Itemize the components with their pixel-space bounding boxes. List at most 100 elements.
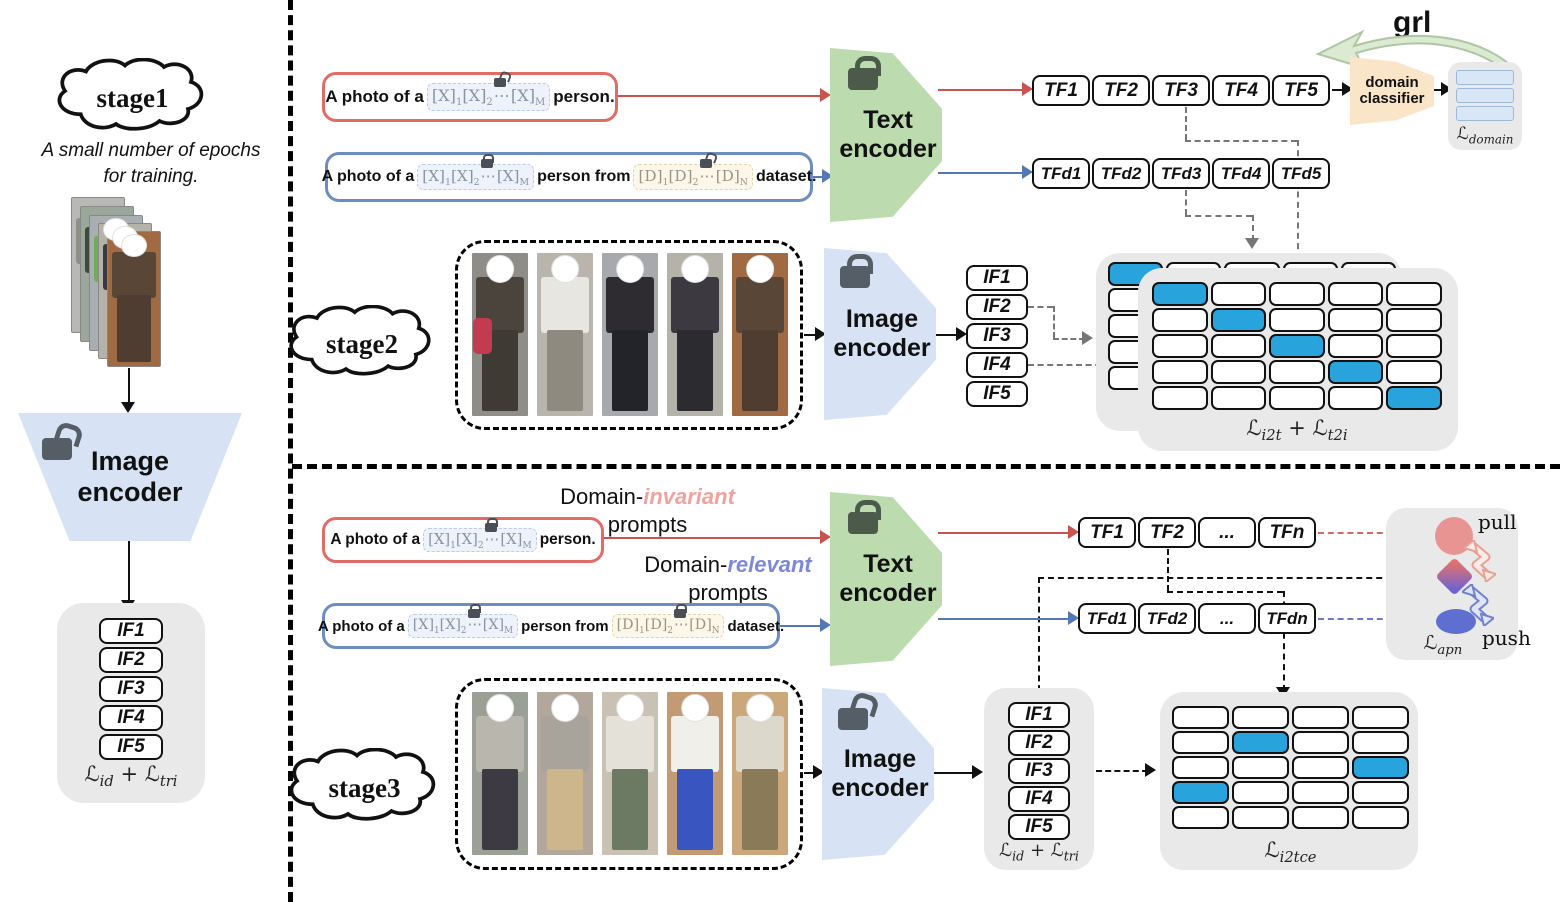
cloud-shape-icon [289,748,436,821]
push-label: push [1482,626,1531,650]
tfd-token: TFd3 [1152,158,1210,189]
matrix-cell [1386,360,1442,384]
matrix-cell [1210,334,1267,358]
dashed-elbow [1185,140,1297,142]
matrix-cell [1152,282,1208,306]
apn-loss-label: ℒapn [1423,632,1463,658]
dashed-elbow [1297,140,1299,280]
matrix-cell [1232,781,1289,804]
arrowhead [1022,82,1033,96]
stage3-text-encoder: Text encoder [830,492,942,666]
logit-row [1456,88,1514,103]
person-photo [537,692,593,855]
matrix-cell [1327,334,1384,358]
arrowhead [1145,763,1156,777]
stage2-invariant-prompt: A photo of a [X]1[X]2⋯[X]M person. [315,65,618,122]
arrowhead [813,765,824,779]
stage1-cloud: stage1 [50,58,215,138]
matrix-cell [1386,308,1442,332]
tf-token: TFn [1258,517,1316,548]
feature-token: IF2 [1008,730,1070,756]
stage2-matrix-loss-label: ℒi2t + ℒt2i [1246,416,1348,445]
grl-gradient-reversal-arrow [1315,29,1522,80]
matrix-cell [1352,806,1409,829]
dashed-tfd3-to-matrix [1185,190,1187,215]
matrix-cell [1172,756,1229,779]
push-zigzag-arrow [1462,584,1494,626]
stage2-text-encoder: Text encoder [830,48,942,222]
stage1-feature-column: IF1 IF2 IF3 IF4 IF5 [99,618,163,760]
person-photo [732,692,788,855]
stage2-cloud: stage2 [282,305,442,383]
feature-token: IF3 [1008,758,1070,784]
arrow-prompt-to-text-encoder [618,95,822,97]
arrow-encoder-to-tf [938,532,1072,534]
feature-token: IF4 [966,352,1028,378]
arrowhead [822,169,833,183]
person-photo [602,692,658,855]
dashed-tfn-to-pull [1318,532,1422,534]
stage3-similarity-matrix [1172,706,1409,829]
matrix-cell [1152,386,1208,410]
unlock-icon [42,438,72,460]
matrix-cell [1172,806,1229,829]
matrix-cell [1269,334,1325,358]
learnable-d-tokens: [D]1[D]2⋯[D]N [633,158,753,191]
stage3-invariant-prompt: A photo of a [X]1[X]2⋯[X]M person. [315,510,604,563]
matrix-cell [1352,731,1409,754]
stage3-i2tce-loss-label: ℒi2tce [1264,838,1317,867]
tf-token: TF2 [1092,75,1150,106]
cloud-shape-icon [57,58,204,131]
stage1-image-stack [72,198,172,370]
stage3-cloud: stage3 [282,748,447,828]
person-photo [108,232,160,366]
arrow-encoder-to-tfd [938,172,1026,174]
frozen-d-tokens: [D]1[D]2⋯[D]N [611,604,725,638]
dashed-if3-to-matrix [1096,770,1148,772]
tfd-token: ... [1198,603,1256,634]
feature-token: IF1 [99,618,163,644]
stage2-label: stage2 [326,328,398,359]
feature-token: IF5 [99,734,163,760]
stage1-separator-line [288,0,293,902]
stage2-similarity-matrix-front [1152,282,1442,410]
stage3-relevant-prompt: A photo of a [X]1[X]2⋯[X]M person from [… [315,596,784,649]
arrowhead [820,88,831,102]
frozen-x-tokens: [X]1[X]2⋯[X]M [417,153,535,191]
dashed-elbow [1053,338,1085,340]
arrow-images-to-encoder [804,772,816,774]
arrow-prompt-to-text-encoder [813,176,825,178]
arrow-encoder-to-tfd [938,618,1072,620]
stage3-image-batch [472,692,788,855]
dashed-if1-anchor [1038,577,1040,701]
matrix-cell [1269,386,1325,410]
matrix-cell [1327,360,1384,384]
feature-token: IF3 [99,676,163,702]
feature-token: IF1 [1008,702,1070,728]
stage2-relevant-prompt: A photo of a [X]1[X]2⋯[X]M person from [… [318,145,816,202]
feature-token: IF2 [966,294,1028,320]
lock-icon [467,604,481,619]
arrowhead [1068,611,1079,625]
matrix-cell [1292,806,1349,829]
dashed-elbow [1252,215,1254,241]
arrow-tf5-to-classifier [1332,89,1346,91]
stage1-loss-label: ℒid + ℒtri [84,762,178,791]
frozen-x-tokens: [X]1[X]2⋯[X]M [423,517,537,553]
stage2-stage3-separator-line [292,464,1560,469]
matrix-cell [1327,386,1384,410]
matrix-cell [1210,282,1267,306]
logit-row [1456,106,1514,121]
arrow-prompt-to-text-encoder [780,625,822,627]
tfd-token: TFdn [1258,603,1316,634]
arrow-encoder-to-if [936,334,960,336]
matrix-cell [1232,756,1289,779]
dashed-elbow [1053,306,1055,338]
matrix-cell [1269,360,1325,384]
matrix-cell [1269,308,1325,332]
dashed-tfdn-to-push [1318,618,1422,620]
matrix-cell [1352,756,1409,779]
lock-icon [840,254,873,288]
arrowhead [820,618,831,632]
